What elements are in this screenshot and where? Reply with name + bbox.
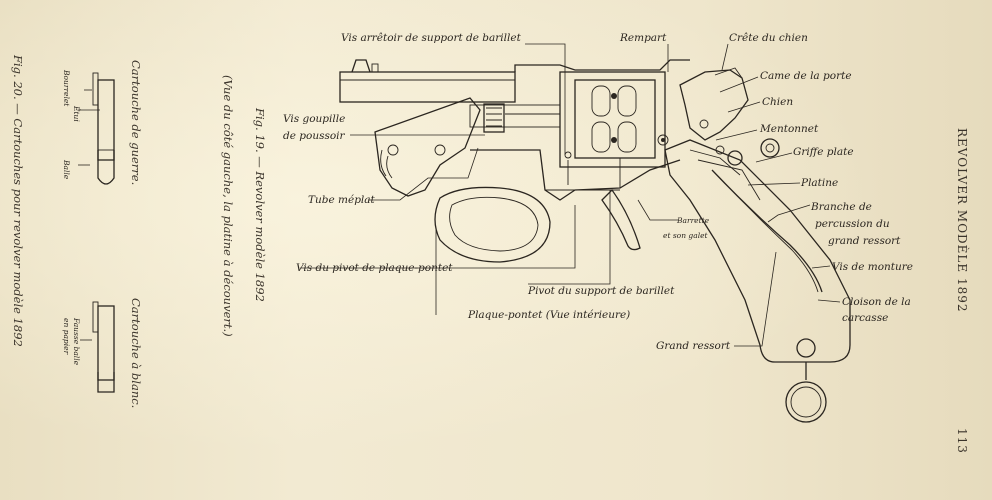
label-en-papier: en papier bbox=[62, 318, 71, 355]
label-fausse-balle: Fausse balle bbox=[72, 317, 81, 366]
label-chien: Chien bbox=[762, 96, 793, 108]
label-branche-3: grand ressort bbox=[828, 235, 901, 247]
label-cloison-1: Cloison de la bbox=[842, 296, 911, 308]
label-balle: Balle bbox=[62, 159, 71, 180]
label-barrette-1: Barrette bbox=[676, 216, 710, 225]
war-cartridge-title: Cartouche de guerre. bbox=[129, 60, 143, 185]
war-cartridge bbox=[78, 72, 115, 185]
label-vis-de-monture: Vis de monture bbox=[832, 261, 913, 273]
label-etui: Étui bbox=[72, 105, 81, 122]
label-plaque-pontet: Plaque-pontet (Vue intérieure) bbox=[467, 309, 630, 321]
revolver-drawing bbox=[339, 59, 851, 423]
label-branche-2: percussion du bbox=[815, 218, 890, 230]
label-bourrelet: Bourrelet bbox=[62, 69, 71, 107]
label-mentonnet: Mentonnet bbox=[759, 123, 819, 135]
label-tube-meplat: Tube méplat bbox=[308, 194, 376, 206]
label-griffe-plate: Griffe plate bbox=[793, 146, 854, 158]
label-vis-arretoir: Vis arrêtoir de support de barillet bbox=[341, 32, 522, 44]
label-vis-goupille-1: Vis goupille bbox=[283, 113, 345, 125]
leader-lines bbox=[300, 43, 841, 347]
label-came-de-la-porte: Came de la porte bbox=[760, 70, 852, 82]
fig19-caption: Fig. 19. — Revolver modèle 1892 bbox=[253, 107, 267, 302]
running-title: REVOLVER MODÈLE 1892 bbox=[955, 128, 970, 313]
label-vis-du-pivot: Vis du pivot de plaque-pontet bbox=[296, 262, 453, 274]
fig19-subcaption: (Vue du côté gauche, la platine à découv… bbox=[221, 75, 235, 337]
label-vis-goupille-2: de poussoir bbox=[283, 130, 346, 142]
label-pivot-du-support: Pivot du support de barillet bbox=[527, 285, 675, 297]
page-number: 113 bbox=[955, 428, 969, 454]
fig20-caption: Fig. 20. — Cartouches pour revolver modè… bbox=[11, 54, 25, 347]
label-rempart: Rempart bbox=[619, 32, 667, 44]
label-crete-du-chien: Crête du chien bbox=[729, 32, 808, 44]
label-branche-1: Branche de bbox=[810, 201, 872, 213]
label-grand-ressort: Grand ressort bbox=[656, 340, 731, 352]
blank-cartridge-title: Cartouche à blanc. bbox=[129, 298, 143, 408]
label-platine: Platine bbox=[800, 177, 838, 189]
blank-cartridge bbox=[80, 301, 115, 393]
label-barrette-2: et son galet bbox=[663, 231, 709, 240]
label-cloison-2: carcasse bbox=[842, 312, 888, 324]
